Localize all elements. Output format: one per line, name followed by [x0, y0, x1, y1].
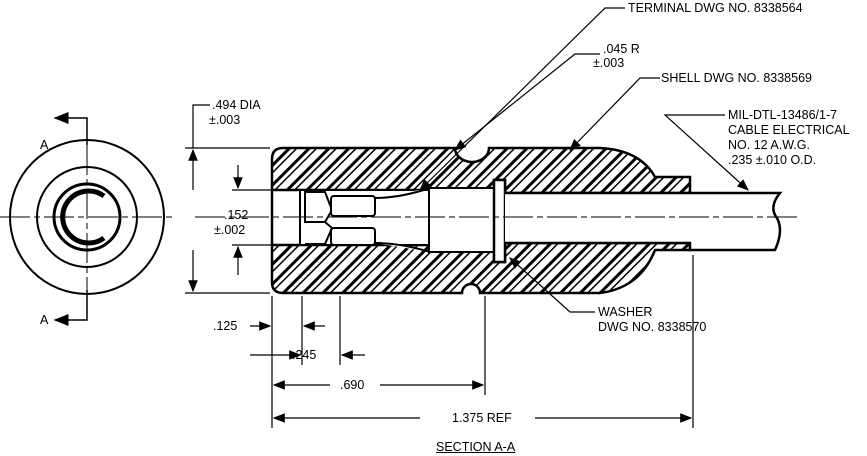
section-caption: SECTION A-A — [436, 440, 516, 454]
dim-245: .245 — [292, 348, 317, 362]
section-marker-bottom: A — [40, 313, 49, 327]
section-marker-top: A — [40, 138, 49, 152]
washer-callout-1: WASHER — [598, 305, 653, 319]
terminal-callout: TERMINAL DWG NO. 8338564 — [628, 1, 803, 15]
cable-callout-4: .235 ±.010 O.D. — [728, 153, 817, 167]
radius-tolerance: ±.003 — [593, 56, 625, 70]
bore-tolerance: ±.002 — [214, 223, 246, 237]
dia-tolerance: ±.003 — [209, 113, 241, 127]
shell-section — [195, 146, 800, 295]
dim-125: .125 — [213, 319, 238, 333]
end-view — [0, 112, 175, 326]
bore-dimension: .152 — [224, 208, 249, 222]
cable-callout-1: MIL-DTL-13486/1-7 — [728, 108, 838, 122]
dim-1375-ref: 1.375 REF — [452, 411, 512, 425]
dimension-lines — [185, 7, 749, 428]
cable-callout-2: CABLE ELECTRICAL — [728, 123, 850, 137]
radius-callout: .045 R — [603, 42, 640, 56]
dia-dimension: .494 DIA — [212, 98, 261, 112]
shell-callout: SHELL DWG NO. 8338569 — [661, 71, 812, 85]
cable-callout-3: NO. 12 A.W.G. — [728, 138, 810, 152]
washer-callout-2: DWG NO. 8338570 — [598, 320, 707, 334]
dim-690: .690 — [340, 378, 365, 392]
